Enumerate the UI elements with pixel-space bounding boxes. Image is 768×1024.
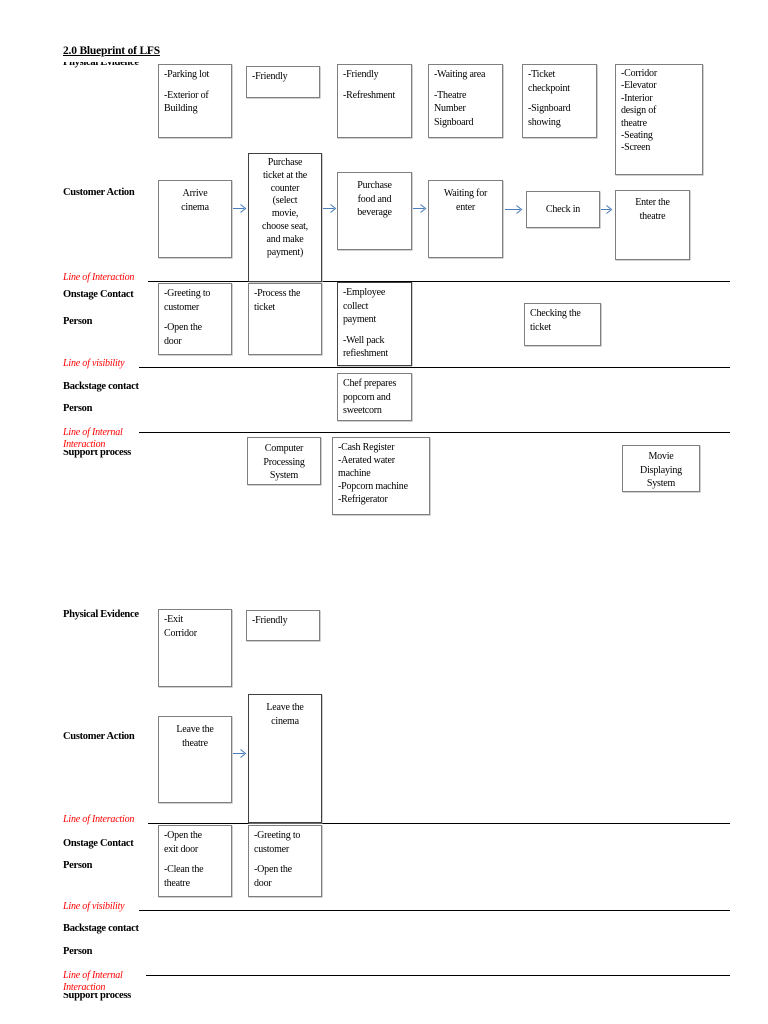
row-label-customer-action-1: Customer Action xyxy=(63,187,135,198)
customer-action-box: Arrive cinema xyxy=(158,180,232,258)
flow-arrow-icon xyxy=(233,203,249,214)
line-of-interaction-label-1: Line of Interaction xyxy=(63,272,135,283)
support-process-box: Computer Processing System xyxy=(247,437,321,485)
physical-evidence-box: -Friendly -Refreshment xyxy=(337,64,412,138)
support-process-box: -Cash Register -Aerated water machine -P… xyxy=(332,437,430,515)
line-of-interaction-rule-1 xyxy=(148,281,730,282)
backstage-contact-box: Chef prepares popcorn and sweetcorn xyxy=(337,373,412,421)
page-title: 2.0 Blueprint of LFS xyxy=(63,45,160,57)
flow-arrow-icon xyxy=(601,204,615,215)
line-of-interaction-label-2: Line of Interaction xyxy=(63,814,135,825)
customer-action-box: Waiting for enter xyxy=(428,180,503,258)
row-label-customer-action-2: Customer Action xyxy=(63,731,135,742)
row-label-backstage-person-2: Person xyxy=(63,946,93,957)
customer-action-box: Check in xyxy=(526,191,600,228)
row-label-physical-evidence-2: Physical Evidence xyxy=(63,609,139,620)
row-label-onstage-contact-1: Onstage Contact xyxy=(63,289,134,300)
physical-evidence-box: -Exit Corridor xyxy=(158,609,232,687)
onstage-contact-box: Checking the ticket xyxy=(524,303,601,346)
line-of-internal-interaction-label-1: Line of Internal Interaction xyxy=(63,427,123,450)
row-label-backstage-person-1: Person xyxy=(63,403,93,414)
line-of-visibility-label-1: Line of visibility xyxy=(63,358,125,369)
customer-action-box: Leave the cinema xyxy=(248,694,322,823)
line-of-interaction-rule-2 xyxy=(148,823,730,824)
flow-arrow-icon xyxy=(233,748,249,759)
row-label-backstage-contact-1: Backstage contact xyxy=(63,381,139,392)
physical-evidence-box: -Friendly xyxy=(246,66,320,98)
physical-evidence-box: -Friendly xyxy=(246,610,320,641)
flow-arrow-icon xyxy=(505,204,525,215)
physical-evidence-box: -Waiting area -Theatre Number Signboard xyxy=(428,64,503,138)
flow-arrow-icon xyxy=(323,203,339,214)
row-label-onstage-person-2: Person xyxy=(63,860,93,871)
line-of-visibility-rule-2 xyxy=(139,910,730,911)
customer-action-box: Leave the theatre xyxy=(158,716,232,803)
support-process-box: Movie Displaying System xyxy=(622,445,700,492)
row-label-support-process-1: Support process xyxy=(63,450,131,458)
row-label-onstage-person-1: Person xyxy=(63,316,93,327)
onstage-contact-box: -Open the exit door -Clean the theatre xyxy=(158,825,232,897)
onstage-contact-box: -Greeting to customer -Open the door xyxy=(158,283,232,355)
line-of-visibility-rule-1 xyxy=(139,367,730,368)
customer-action-box: Purchase food and beverage xyxy=(337,172,412,250)
row-label-support-process-2: Support process xyxy=(63,993,131,1001)
physical-evidence-box: -Ticket checkpoint -Signboard showing xyxy=(522,64,597,138)
row-label-onstage-contact-2: Onstage Contact xyxy=(63,838,134,849)
row-label-physical-evidence-1: Physical Evidence xyxy=(63,62,139,68)
line-of-visibility-label-2: Line of visibility xyxy=(63,901,125,912)
onstage-contact-box: -Process the ticket xyxy=(248,283,322,355)
flow-arrow-icon xyxy=(413,203,429,214)
physical-evidence-box: -Parking lot -Exterior of Building xyxy=(158,64,232,138)
line-of-internal-interaction-rule-2 xyxy=(146,975,730,976)
onstage-contact-box: -Greeting to customer -Open the door xyxy=(248,825,322,897)
customer-action-box: Enter the theatre xyxy=(615,190,690,260)
line-of-internal-interaction-label-2: Line of Internal Interaction xyxy=(63,970,123,993)
customer-action-box: Purchase ticket at the counter (select m… xyxy=(248,153,322,282)
onstage-contact-box: -Employee collect payment -Well pack ref… xyxy=(337,282,412,366)
row-label-backstage-contact-2: Backstage contact xyxy=(63,923,139,934)
physical-evidence-box: -Corridor -Elevator -Interior design of … xyxy=(615,64,703,175)
line-of-internal-interaction-rule-1 xyxy=(139,432,730,433)
